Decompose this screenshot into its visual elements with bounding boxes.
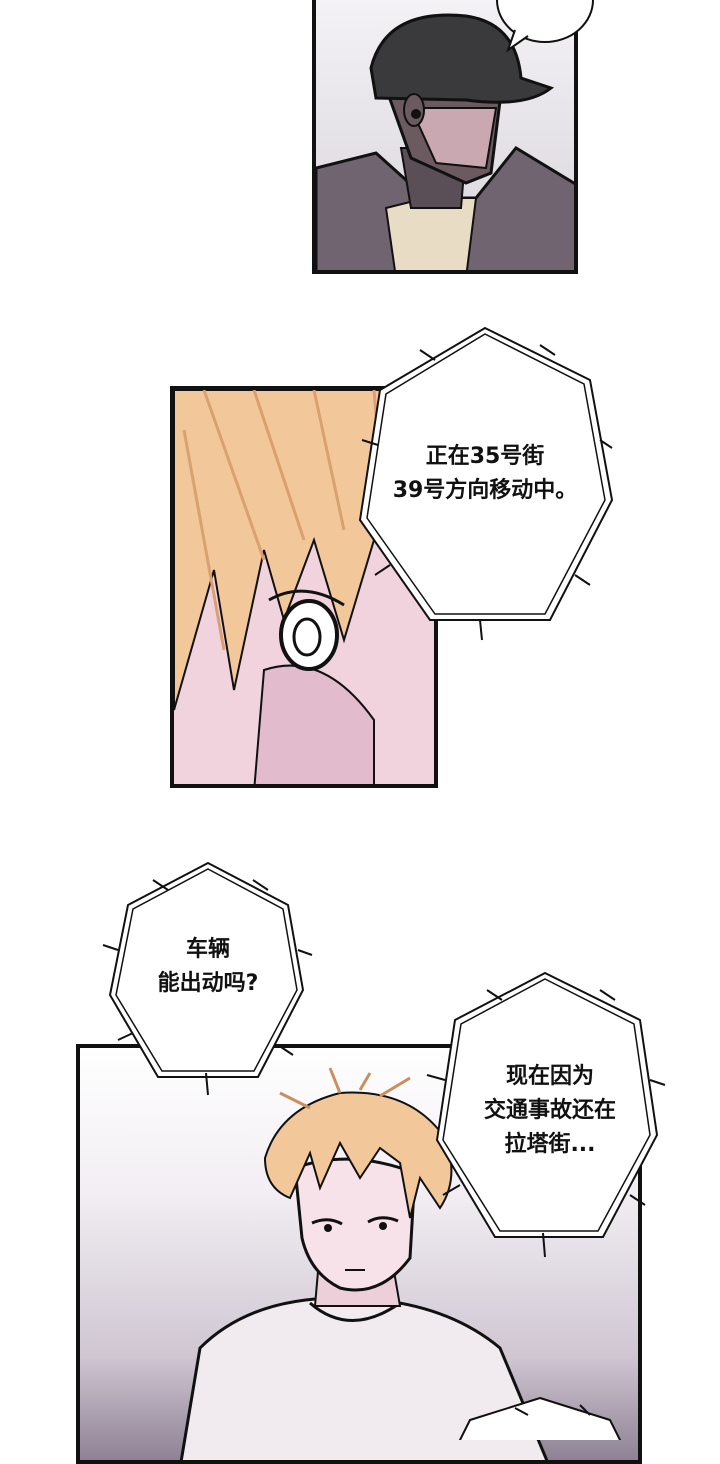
speech-line: 拉塔街... xyxy=(504,1132,596,1157)
speech-line: 能出动吗? xyxy=(157,971,259,996)
speech-bubble-partial xyxy=(496,0,594,53)
speech-text-moving: 正在35号街 39号方向移动中。 xyxy=(350,440,620,508)
speech-bubble-accident: 现在因为 交通事故还在 拉塔街... xyxy=(425,965,675,1265)
speech-line: 交通事故还在 xyxy=(483,1098,616,1123)
panel-man-cap xyxy=(312,0,578,274)
speech-bubble-moving: 正在35号街 39号方向移动中。 xyxy=(350,320,620,650)
speech-bubble-partial-bottom xyxy=(458,1396,622,1440)
blond-man-illustration xyxy=(179,1067,549,1460)
man-cap-illustration xyxy=(316,13,574,270)
speech-text-vehicle: 车辆 能出动吗? xyxy=(98,933,318,1001)
speech-line: 现在因为 xyxy=(505,1064,594,1089)
speech-bubble-vehicle: 车辆 能出动吗? xyxy=(98,855,318,1100)
speech-line: 正在35号街 xyxy=(425,444,545,469)
speech-text-accident: 现在因为 交通事故还在 拉塔街... xyxy=(425,1060,675,1162)
speech-line: 车辆 xyxy=(185,937,230,962)
speech-line: 39号方向移动中。 xyxy=(392,478,578,503)
